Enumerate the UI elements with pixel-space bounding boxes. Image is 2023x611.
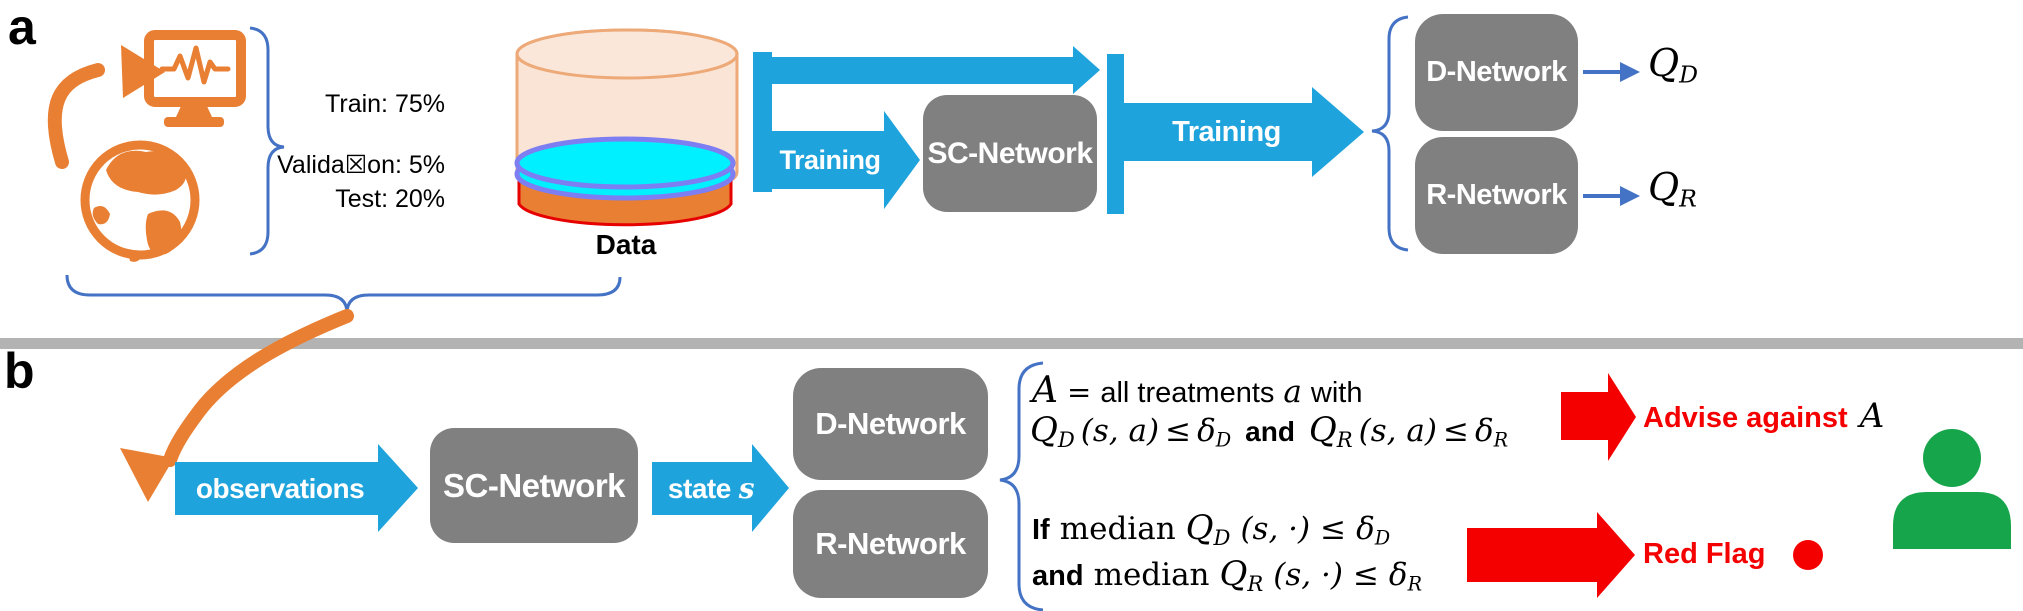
r-network-box-b: R-Network	[793, 490, 988, 598]
flag-leq-1: ≤	[1320, 511, 1347, 547]
panel-b-label: b	[4, 343, 35, 399]
set-symbol: A	[1032, 370, 1058, 411]
r-network-box-a: R-Network	[1415, 137, 1578, 254]
set-rule-text-2: with	[1310, 377, 1363, 409]
training-arrow-1-head	[884, 111, 920, 209]
median-word-1: median	[1059, 511, 1176, 547]
qd-arrow	[1583, 62, 1640, 82]
flag-delta-d: δD	[1356, 511, 1391, 550]
validation-split-label: Valida☒on: 5%	[277, 151, 445, 179]
flag-and-word: and	[1032, 560, 1084, 592]
delta-d-term: δD	[1197, 413, 1232, 452]
sc-network-box-a: SC-Network	[923, 95, 1097, 212]
training-arrow-1-body	[772, 131, 884, 189]
training-arrow-2-body	[1124, 103, 1312, 161]
person-icon	[1893, 429, 2011, 549]
panel-a-underbrace	[65, 274, 622, 314]
qd-output-label: QD	[1648, 44, 1698, 87]
flag-rule-line-1: If median QD (s, ·) ≤ δD	[1032, 508, 1390, 550]
globe-to-monitor-arrow	[47, 45, 165, 169]
if-word: If	[1032, 514, 1050, 546]
set-rule-line-2: QD (s, a) ≤ δD and QR (s, a) ≤ δR	[1030, 410, 1508, 452]
monitor-waveform-icon	[144, 30, 246, 127]
delta-r-term: δR	[1474, 413, 1509, 452]
bypass-arrow-body	[772, 57, 1073, 84]
flag-qd-term: QD	[1185, 508, 1231, 550]
median-word-2: median	[1093, 557, 1210, 593]
red-flag-label: Red Flag	[1643, 538, 1824, 571]
qd-sub: D	[1679, 60, 1699, 89]
panel-divider	[0, 338, 2023, 349]
observations-arrow-label: observations	[195, 472, 365, 504]
redflag-arrow-body	[1467, 528, 1597, 582]
training-arrow-1-label: Training	[779, 144, 881, 175]
data-cylinder	[514, 28, 739, 227]
leq-2: ≤	[1442, 413, 1469, 449]
flag-qr-term: QR	[1219, 554, 1264, 596]
advise-set-symbol: A	[1859, 396, 1885, 436]
qr-output-label: QR	[1648, 168, 1697, 211]
flag-leq-2: ≤	[1352, 557, 1379, 593]
panel-a-label: a	[8, 0, 36, 55]
qd-term: QD	[1030, 410, 1075, 452]
training-outputs-brace	[1371, 15, 1409, 252]
flag-rule-line-2: and median QR (s, ·) ≤ δR	[1032, 554, 1422, 596]
state-word: state	[667, 472, 731, 504]
data-cylinder-label: Data	[595, 229, 657, 260]
red-dot-icon	[1793, 539, 1824, 570]
qr-args: (s, a)	[1358, 413, 1437, 449]
flag-delta-r: δR	[1388, 557, 1423, 596]
junction-bar-2	[1107, 54, 1124, 214]
d-network-box-b: D-Network	[793, 368, 988, 480]
and-word: and	[1245, 416, 1295, 447]
flag-qd-args: (s, ·)	[1240, 511, 1311, 547]
equals-sign: =	[1067, 375, 1092, 409]
advise-against-label: Advise against A	[1643, 396, 1884, 436]
sc-network-box-b: SC-Network	[430, 428, 638, 543]
redflag-arrow-head	[1597, 512, 1635, 598]
train-split-label: Train: 75%	[325, 90, 445, 118]
flag-qr-args: (s, ·)	[1273, 557, 1343, 593]
deployment-arrow	[120, 309, 354, 502]
test-split-label: Test: 20%	[335, 185, 445, 213]
advise-arrow-body	[1561, 392, 1608, 440]
training-arrow-2-label: Training	[1172, 115, 1281, 148]
qr-sub: R	[1679, 184, 1697, 213]
rules-brace	[999, 361, 1044, 611]
observations-arrow-head	[378, 444, 418, 532]
bypass-arrow-head	[1073, 46, 1100, 94]
set-rule-text-1: all treatments	[1100, 377, 1275, 409]
state-arrow-head	[752, 444, 789, 532]
qr-base: Q	[1648, 165, 1680, 209]
set-rule-line-1: A = all treatments a with	[1032, 370, 1362, 411]
state-arrow-label: state s	[645, 462, 777, 515]
advise-against-text: Advise against	[1643, 402, 1848, 434]
junction-bar-1	[753, 52, 772, 192]
treatment-var: a	[1283, 374, 1302, 410]
d-network-box-a: D-Network	[1415, 14, 1578, 131]
globe-icon	[80, 140, 200, 262]
training-arrow-2-head	[1312, 87, 1364, 177]
qd-args: (s, a)	[1080, 413, 1160, 449]
state-arrow-body	[652, 462, 752, 515]
sources-brace	[249, 26, 285, 256]
qr-term: QR	[1308, 410, 1353, 452]
state-var: s	[738, 472, 755, 505]
qd-base: Q	[1648, 41, 1680, 85]
advise-arrow-head	[1608, 373, 1636, 461]
qr-arrow	[1583, 186, 1640, 206]
observations-arrow-body	[175, 462, 378, 515]
leq-1: ≤	[1165, 413, 1192, 449]
red-flag-text: Red Flag	[1643, 538, 1766, 570]
